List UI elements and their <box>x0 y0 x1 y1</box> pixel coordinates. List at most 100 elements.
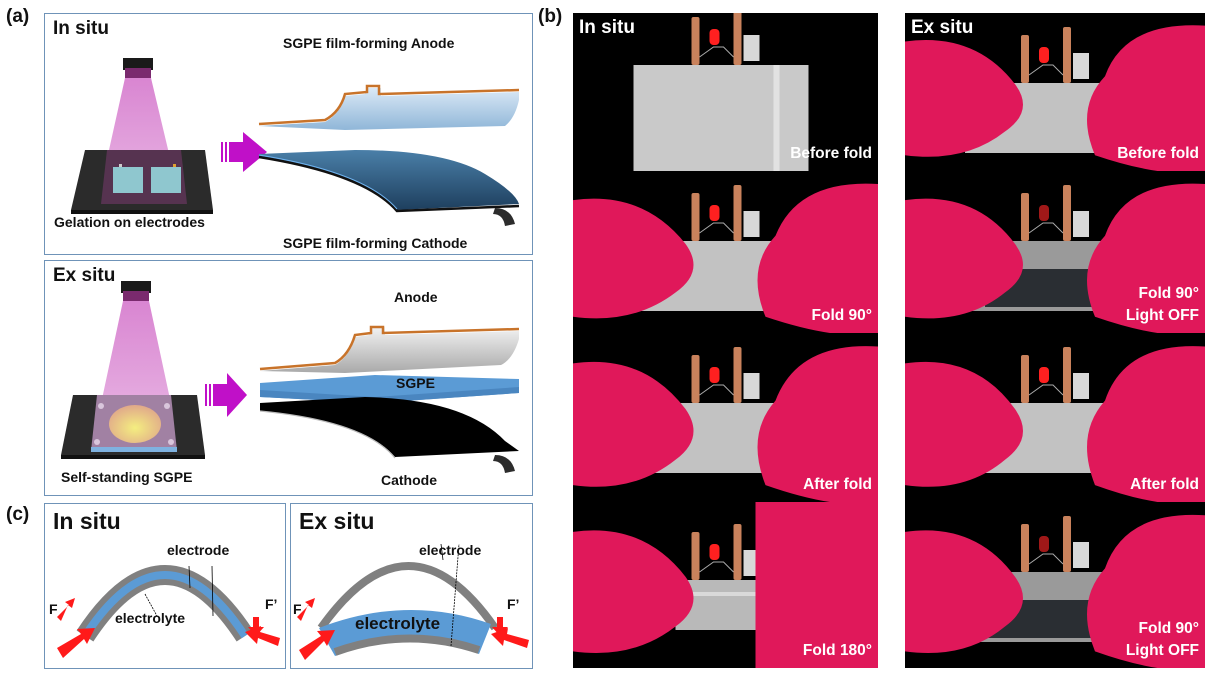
tab <box>1073 542 1089 568</box>
clip-right <box>1063 27 1071 83</box>
photo-label: Fold 90° Light OFF <box>1125 285 1199 324</box>
electrode-left <box>113 167 143 193</box>
glove-left <box>905 198 1023 319</box>
panel-b-label: (b) <box>538 6 563 27</box>
photo-label: Before fold <box>790 145 872 162</box>
ex-situ-process-caption: Self-standing SGPE <box>61 469 193 485</box>
photo-in-situ-2: Fold 90° <box>573 171 878 333</box>
glove-left <box>573 198 694 319</box>
c-ex-situ-electrode-label: electrode <box>419 542 482 558</box>
photo-in-situ-4: Fold 180° <box>573 502 878 668</box>
ex-situ-bending-diagram <box>297 543 529 660</box>
led-wire <box>699 561 734 573</box>
process-arrow-icon <box>221 132 267 172</box>
glove-right <box>1087 514 1205 668</box>
photo-column-title: In situ <box>579 17 635 38</box>
electrode-right <box>151 167 181 193</box>
photo-label: Fold 180° <box>802 642 872 659</box>
glove-right <box>1087 346 1205 502</box>
glove-right <box>1087 25 1205 171</box>
force-arrow-left-icon <box>297 598 335 660</box>
photo-ex-situ-2: Fold 90° Light OFF <box>905 171 1205 333</box>
led-wire <box>1028 222 1064 234</box>
clip-left <box>1021 355 1029 403</box>
tab <box>743 35 760 61</box>
glove-right <box>757 183 878 333</box>
clip-left <box>691 532 700 580</box>
clip-left <box>1021 524 1029 572</box>
pouch-cell <box>633 65 809 171</box>
in-situ-bending-diagram <box>57 565 280 658</box>
sgpe-layer-illustration <box>260 375 519 403</box>
led <box>1039 47 1049 63</box>
panel-a-label: (a) <box>6 6 30 27</box>
clip-left <box>1021 193 1029 241</box>
sgpe-disc <box>109 405 161 443</box>
ex-situ-anode-caption: Anode <box>394 289 438 305</box>
tab <box>1073 53 1089 79</box>
process-arrow-icon <box>205 373 247 417</box>
clip-right <box>1063 185 1071 241</box>
photo-ex-situ-4: Fold 90° Light OFF <box>905 502 1205 668</box>
clip-right <box>733 347 742 403</box>
in-situ-process-caption: Gelation on electrodes <box>54 214 205 230</box>
uv-lamp-icon <box>121 281 151 301</box>
c-in-situ-electrolyte-label: electrolyte <box>115 610 186 626</box>
glove-left <box>905 39 1023 157</box>
c-ex-situ-force-right: F’ <box>507 596 520 612</box>
glove-right <box>1087 183 1205 333</box>
clip-left <box>1021 35 1029 83</box>
glove-right-large <box>755 502 878 668</box>
led <box>1039 205 1049 221</box>
glove-left <box>905 361 1023 487</box>
c-ex-situ-title: Ex situ <box>299 508 375 534</box>
photo-column-title: Ex situ <box>911 17 974 38</box>
sgpe-film-anode-illustration <box>258 84 520 130</box>
c-ex-situ-force-left: F <box>293 601 302 617</box>
self-standing-sgpe-illustration <box>61 281 520 473</box>
ex-situ-title: Ex situ <box>53 265 116 286</box>
force-arrow-right-icon <box>245 617 280 646</box>
force-arrow-right-icon <box>491 617 529 648</box>
led <box>709 29 720 45</box>
panel-a-in-situ-box: In situ <box>44 13 533 255</box>
glove-right <box>757 346 878 502</box>
sgpe-film-cathode-illustration <box>258 150 520 226</box>
led <box>709 367 720 383</box>
panel-c-label: (c) <box>6 504 30 525</box>
c-in-situ-force-right: F’ <box>265 596 278 612</box>
clip-left <box>691 17 700 65</box>
photo-label: Fold 90° Light OFF <box>1125 620 1199 659</box>
c-ex-situ-electrolyte-label: electrolyte <box>355 614 441 633</box>
uv-lamp-icon <box>123 58 153 78</box>
photo-in-situ-3: After fold <box>573 333 878 502</box>
glove-left <box>573 530 694 654</box>
tab <box>1073 373 1089 399</box>
glove-left <box>905 530 1023 654</box>
in-situ-cathode-caption: SGPE film-forming Cathode <box>283 235 468 251</box>
cathode-illustration <box>259 397 519 473</box>
photo-label: Fold 90° <box>811 307 872 324</box>
clip-right <box>733 524 742 580</box>
led-wire <box>699 222 734 234</box>
led <box>1039 367 1049 383</box>
led <box>709 205 720 221</box>
panel-a-ex-situ-box: Ex situ <box>44 260 533 496</box>
anode-illustration <box>259 325 520 373</box>
in-situ-title: In situ <box>53 18 109 39</box>
clip-right <box>1063 347 1071 403</box>
led-wire <box>1028 553 1064 565</box>
ex-situ-cathode-caption: Cathode <box>381 472 437 488</box>
photo-label: After fold <box>1130 476 1199 493</box>
c-in-situ-electrode-label: electrode <box>167 542 230 558</box>
uv-curing-setup-illustration <box>71 58 520 226</box>
force-arrow-left-icon <box>57 598 95 658</box>
photo-ex-situ-3: After fold <box>905 333 1205 502</box>
ex-situ-sgpe-caption: SGPE <box>396 375 435 391</box>
clip-left <box>691 355 700 403</box>
clip-left <box>691 193 700 241</box>
photo-in-situ-1: In situ Before fold <box>573 13 878 171</box>
glove-left <box>573 361 694 487</box>
led-wire <box>699 384 734 396</box>
c-in-situ-title: In situ <box>53 508 121 534</box>
